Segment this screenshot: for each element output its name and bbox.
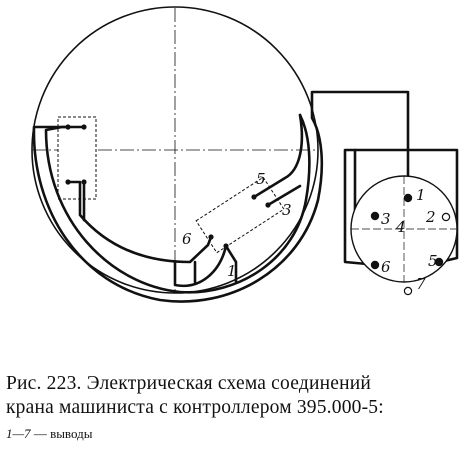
switch-label-1: 1: [227, 262, 237, 280]
wire-bundle: [32, 90, 459, 303]
caption-line-2: крана машиниста с контроллером 395.000-5…: [6, 397, 384, 418]
caption-line-1: Рис. 223. Электрическая схема соединений: [6, 373, 371, 394]
controller-terminal-3: [370, 211, 380, 221]
controller-terminal-1: [403, 193, 413, 203]
controller-label-3: 3: [381, 210, 391, 228]
controller-terminal-2: [441, 212, 451, 222]
switch-label-6: 6: [182, 230, 192, 248]
controller-label-7: 7: [416, 275, 426, 293]
switch-label-5: 5: [256, 170, 266, 188]
controller-label-5: 5: [428, 252, 438, 270]
controller-label-1: 1: [416, 186, 426, 204]
controller-terminal-5: [434, 257, 444, 267]
legend-range: 1—7: [6, 426, 31, 441]
wiring-diagram: 5 3 6 1 1 3 4 2 6 5 7: [31, 6, 459, 303]
caption-legend: 1—7 — выводы: [6, 426, 92, 442]
controller-terminal-7: [403, 286, 413, 296]
legend-text: — выводы: [30, 426, 93, 441]
switch-box: [195, 176, 285, 254]
controller-terminal-6: [370, 260, 380, 270]
left-terminal-box: [57, 116, 97, 200]
switch-label-3: 3: [282, 201, 292, 219]
controller-label-4: 4: [395, 218, 406, 236]
controller-label-2: 2: [425, 208, 436, 226]
controller-label-6: 6: [381, 258, 391, 276]
